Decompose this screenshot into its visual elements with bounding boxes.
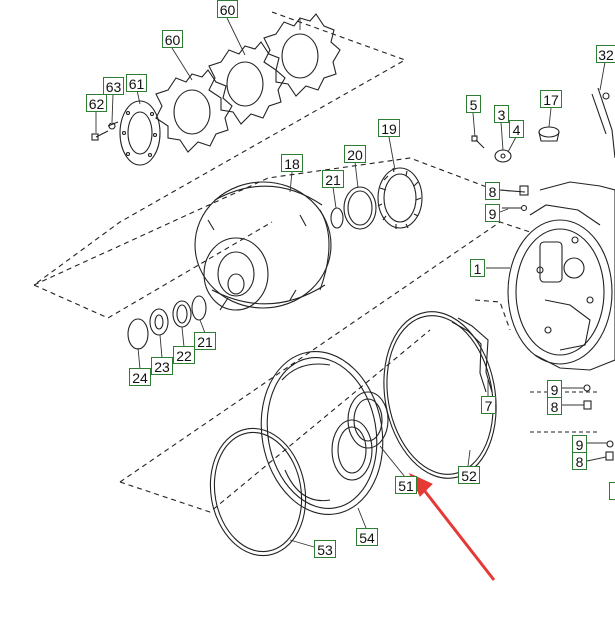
callout-52[interactable]: 52 — [458, 466, 480, 484]
seal-ring — [176, 304, 188, 324]
callout-20[interactable]: 20 — [344, 145, 366, 163]
callout-51[interactable]: 51 — [395, 476, 417, 494]
callout-54[interactable]: 54 — [356, 528, 378, 546]
callout-21-lower[interactable]: 21 — [194, 332, 216, 350]
bottom-assembly-boundary — [119, 329, 431, 513]
dipstick-tube — [451, 317, 493, 393]
snap-ring — [347, 190, 373, 226]
callout-61[interactable]: 61 — [126, 74, 147, 92]
callout-24[interactable]: 24 — [129, 368, 151, 386]
torque-converter — [194, 181, 332, 311]
callout-7[interactable]: 7 — [481, 396, 496, 414]
callout-32[interactable]: 32 — [596, 45, 615, 63]
snap-ring — [127, 318, 149, 350]
callout-8[interactable]: 8 — [485, 182, 500, 200]
drain-plugs — [583, 384, 614, 461]
gasket-ring — [213, 431, 303, 553]
gasket-ring — [209, 427, 307, 557]
right-assembly-boundary — [474, 299, 511, 331]
bushing — [154, 314, 164, 330]
snap-ring — [330, 207, 344, 229]
middle-assembly-boundary — [33, 157, 501, 286]
callout-9-right[interactable]: 9 — [547, 380, 562, 398]
o-ring-large — [386, 315, 494, 475]
callout-partial-edge — [609, 482, 615, 500]
bushing — [149, 308, 169, 336]
highlight-arrow — [408, 472, 496, 581]
callout-60-top[interactable]: 60 — [217, 0, 238, 18]
callout-22[interactable]: 22 — [173, 346, 195, 364]
callout-4[interactable]: 4 — [509, 120, 524, 138]
callout-9-lower-right[interactable]: 9 — [572, 435, 587, 453]
transmission-housing — [507, 181, 615, 371]
callout-53[interactable]: 53 — [314, 540, 336, 558]
callout-8-lower-right[interactable]: 8 — [572, 452, 587, 470]
callout-21[interactable]: 21 — [322, 170, 344, 188]
callout-3[interactable]: 3 — [494, 105, 509, 123]
fitting-bolts — [499, 185, 529, 212]
clutch-disc — [263, 13, 341, 97]
clutch-disc — [155, 69, 233, 153]
callout-63[interactable]: 63 — [103, 77, 124, 95]
upper-assembly-boundary — [32, 11, 407, 319]
callout-5[interactable]: 5 — [466, 95, 481, 113]
callout-23[interactable]: 23 — [151, 357, 173, 375]
snap-ring — [343, 186, 377, 230]
callout-60[interactable]: 60 — [162, 30, 183, 48]
snap-ring — [191, 295, 207, 321]
o-ring-large — [383, 311, 497, 479]
lower-assembly-boundary — [119, 221, 531, 483]
pump-cover — [260, 351, 384, 515]
callout-17[interactable]: 17 — [540, 90, 562, 108]
callout-8-right[interactable]: 8 — [547, 397, 562, 415]
callout-1[interactable]: 1 — [470, 259, 485, 277]
callout-9[interactable]: 9 — [485, 204, 500, 222]
plug-cap — [538, 126, 560, 142]
callout-19[interactable]: 19 — [378, 119, 400, 137]
linkage-arm — [591, 87, 615, 159]
bearing — [377, 167, 423, 229]
oil-seal — [347, 391, 389, 449]
callout-18[interactable]: 18 — [281, 154, 303, 172]
flange-bolt — [91, 121, 119, 141]
sensor-bracket — [471, 135, 512, 163]
callout-62[interactable]: 62 — [86, 94, 107, 112]
clutch-disc — [208, 41, 286, 125]
flange-plate — [119, 100, 161, 166]
